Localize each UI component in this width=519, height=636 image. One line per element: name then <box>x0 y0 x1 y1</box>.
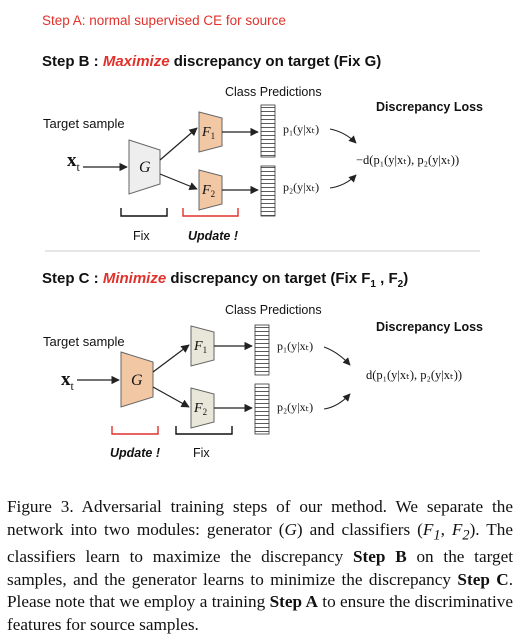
step-b-title: Step B : Maximize discrepancy on target … <box>42 53 381 70</box>
step-b-target-sample-label: Target sample <box>43 116 125 131</box>
caption-f1-sub: 1 <box>433 527 440 543</box>
caption-text-3: ). The classifiers learn to maximize the… <box>7 519 513 567</box>
step-b-f2-label: F2 <box>201 183 215 199</box>
caption-f1: F <box>422 519 434 539</box>
step-c-f2-label: F2 <box>193 401 207 417</box>
step-b-arrow-p2-to-loss <box>329 174 357 189</box>
step-c-arrow-to-f1 <box>152 344 190 373</box>
step-c-arrow-p2-to-loss <box>323 393 351 410</box>
step-b-update-bracket <box>182 208 239 217</box>
step-c-title: Step C : Minimize discrepancy on target … <box>42 270 408 290</box>
step-b-fix-bracket <box>120 208 168 217</box>
step-b-input-label: xt <box>67 150 81 174</box>
step-c-arrow-p1-to-loss <box>323 346 351 366</box>
step-c-fix-label: Fix <box>193 446 210 460</box>
step-c-generator-label: G <box>131 372 143 389</box>
step-c-class-predictions-label: Class Predictions <box>225 303 322 317</box>
step-c-classifier-f2 <box>190 387 215 429</box>
step-c-prediction-bar-2 <box>254 383 270 435</box>
step-b-p2-label: p₂(y|xₜ) <box>283 180 319 194</box>
step-a-text: Step A: normal supervised CE for source <box>42 13 286 28</box>
caption-text-6: to ensure the discriminative features fo… <box>7 592 513 634</box>
step-b-fix-label: Fix <box>133 229 150 243</box>
step-b-classifier-f1 <box>198 111 223 153</box>
step-c-update-label: Update ! <box>110 446 160 460</box>
step-b-loss-title: Discrepancy Loss <box>376 100 483 114</box>
caption-f2: F <box>451 519 463 539</box>
step-b-generator-label: G <box>139 159 151 176</box>
step-b-f1-label: F1 <box>201 125 215 141</box>
step-c-classifier-f1 <box>190 325 215 367</box>
caption-figure-label: Figure 3. <box>7 497 74 516</box>
step-c-loss-title: Discrepancy Loss <box>376 320 483 334</box>
caption-text-4: on the target samples, and the generator… <box>7 547 514 589</box>
step-c-loss-formula: d(p₁(y|xₜ), p₂(y|xₜ)) <box>366 368 462 382</box>
step-b-prediction-bar-1 <box>260 104 276 158</box>
step-c-fix-bracket <box>175 426 233 435</box>
step-c-arrow-to-f2 <box>152 386 190 408</box>
caption-text-1: Adversarial training steps of our method… <box>7 497 514 539</box>
step-b-loss-formula: −d(p₁(y|xₜ), p₂(y|xₜ)) <box>356 153 459 167</box>
caption-g: G <box>284 519 297 539</box>
caption-step-a: Step A <box>269 592 318 612</box>
step-b-class-predictions-label: Class Predictions <box>225 85 322 99</box>
caption-text-2: ) and classifiers ( <box>296 519 423 539</box>
step-c-target-sample-label: Target sample <box>43 334 125 349</box>
caption-f1-sub-text: 1 <box>433 526 441 543</box>
step-c-p2-label: p₂(y|xₜ) <box>277 400 313 414</box>
caption-step-b: Step B <box>352 547 407 567</box>
step-b-arrow-p1-to-loss <box>329 128 357 144</box>
step-c-input-label: xt <box>61 369 75 393</box>
step-b-arrow-to-f1 <box>159 127 198 161</box>
step-b-classifier-f2 <box>198 169 223 211</box>
caption-step-c: Step C <box>457 569 509 589</box>
step-b-prediction-bar-2 <box>260 165 276 217</box>
step-c-update-bracket <box>111 426 159 435</box>
step-b-generator <box>128 139 161 195</box>
step-b-p1-label: p₁(y|xₜ) <box>283 122 319 136</box>
caption-f2-sub: 2 <box>462 527 469 543</box>
step-b-update-label: Update ! <box>188 229 238 243</box>
caption-f2-sub-text: 2 <box>462 526 470 543</box>
caption-sep: , <box>440 519 452 539</box>
figure-caption: Figure 3. Adversarial training steps of … <box>7 496 513 636</box>
step-c-prediction-bar-1 <box>254 324 270 376</box>
step-c-f1-label: F1 <box>193 339 207 355</box>
step-b-arrow-to-f2 <box>159 173 198 191</box>
caption-text-5: . Please note that we employ a training <box>7 569 513 612</box>
step-c-p1-label: p₁(y|xₜ) <box>277 339 313 353</box>
step-c-generator <box>120 351 154 408</box>
